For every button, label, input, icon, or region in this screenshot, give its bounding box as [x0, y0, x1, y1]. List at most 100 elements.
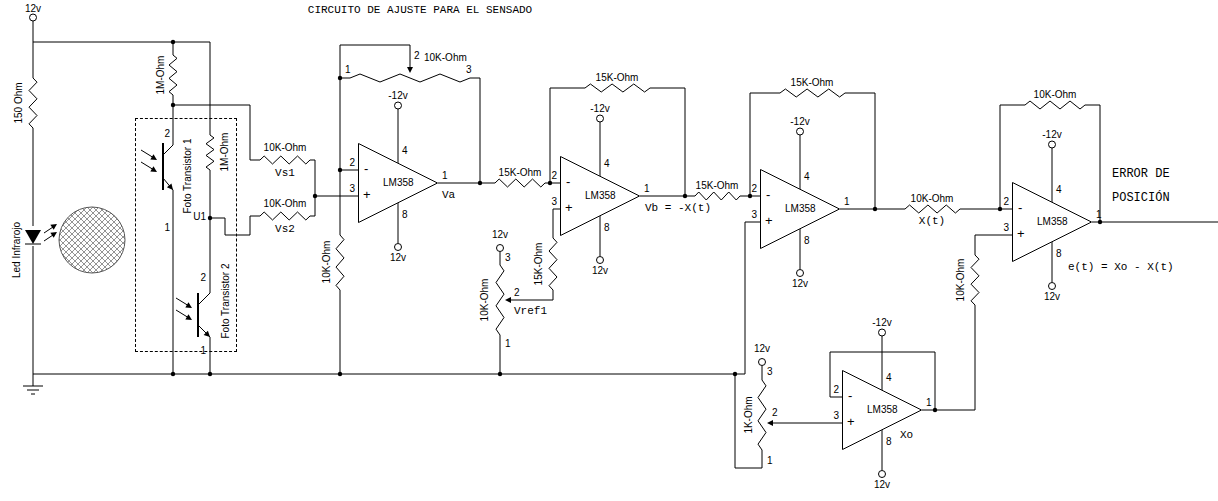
supply-terminal	[797, 270, 804, 277]
circuit-label: 3	[505, 252, 511, 263]
supply-terminal	[759, 359, 766, 366]
circuit-label: 3	[551, 196, 557, 207]
resistor-symbol	[585, 84, 650, 92]
circuit-label: 1M-Ohm	[155, 56, 166, 95]
wire	[44, 233, 56, 241]
supply-terminal	[597, 115, 604, 122]
junction-dot	[313, 194, 317, 198]
circuit-label: Va	[442, 190, 455, 201]
wire	[750, 93, 875, 209]
phototransistor-base	[162, 143, 164, 190]
wire	[800, 135, 801, 189]
junction-dot	[548, 181, 552, 185]
wire	[1052, 148, 1053, 202]
opamp-triangle: LM358	[760, 169, 840, 249]
wire	[23, 374, 43, 394]
junction-dot	[498, 372, 502, 376]
circuit-label: 10K-Ohm	[955, 259, 966, 302]
resistor-symbol	[260, 156, 310, 164]
circuit-label: 150 Ohm	[13, 82, 24, 123]
wire	[1052, 242, 1053, 282]
opamp-shape	[761, 170, 840, 249]
circuit-label: 1	[767, 455, 773, 466]
arrow-head	[150, 166, 157, 172]
wire	[550, 88, 685, 196]
circuit-label: 12v	[792, 278, 808, 289]
diagram-title: CIRCUITO DE AJUSTE PARA EL SENSADO	[308, 5, 532, 16]
circuit-label: 2	[514, 287, 520, 298]
junction-dot	[338, 168, 342, 172]
circuit-label: 10K-Ohm	[321, 241, 332, 284]
circuit-label: 2	[1003, 196, 1009, 207]
part-number: LM358	[1037, 216, 1068, 227]
circuit-label: 10K-Ohm	[424, 52, 467, 63]
circuit-label: 1	[345, 64, 351, 75]
arrow-head	[505, 297, 511, 303]
circuit-label: 15K-Ohm	[696, 180, 739, 191]
circuit-label: 1	[844, 196, 850, 207]
wire	[340, 45, 341, 374]
junction-dot	[873, 207, 877, 211]
arrow-head	[185, 302, 192, 308]
resistor-cover	[585, 82, 650, 94]
part-number: LM358	[383, 177, 414, 188]
circuit-label: 10K-Ohm	[264, 142, 307, 153]
circuit-label: 4	[886, 372, 892, 383]
circuit-label: Vs2	[275, 224, 295, 235]
circuit-label: 3	[751, 209, 757, 220]
arrow-head	[50, 224, 57, 230]
circuit-label: 12v	[492, 229, 508, 240]
resistor-cover	[204, 135, 216, 170]
junction-dot	[338, 76, 342, 80]
arrow-head	[50, 232, 57, 238]
circuit-label: U1	[193, 211, 206, 222]
circuit-label: -12v	[590, 103, 609, 114]
junction-dot	[208, 372, 212, 376]
circuit-label: 1	[442, 170, 448, 181]
circuit-label: 1M-Ohm	[219, 133, 230, 172]
wire	[1092, 222, 1218, 223]
part-number: LM358	[785, 203, 816, 214]
circuit-label: 1	[926, 397, 932, 408]
junction-dot	[171, 372, 175, 376]
object-disc	[59, 207, 125, 273]
junction-dot	[933, 408, 937, 412]
circuit-label: 1	[164, 222, 170, 233]
junction-dot	[748, 194, 752, 198]
resistor-cover	[260, 154, 310, 166]
junction-dot	[1098, 220, 1102, 224]
resistor-symbol	[695, 192, 740, 200]
circuit-label: 12v	[874, 479, 890, 490]
junction-dot	[171, 103, 175, 107]
resistor-cover	[1025, 99, 1085, 111]
circuit-label: ERROR DE	[1112, 168, 1170, 181]
resistor-cover	[260, 210, 310, 222]
opamp-triangle: LM358	[1012, 182, 1092, 262]
circuit-label: 4	[604, 158, 610, 169]
resistor-symbol	[495, 179, 545, 187]
circuit-label: 1	[505, 338, 511, 349]
arrow-head	[204, 331, 210, 337]
led-symbol	[25, 230, 41, 244]
arrow-head	[767, 420, 773, 426]
circuit-label: 3	[1003, 222, 1009, 233]
wire	[882, 336, 883, 390]
resistor-symbol	[260, 212, 310, 220]
circuit-label: +	[565, 201, 573, 215]
component-name: Foto Transistor 2	[220, 263, 231, 338]
circuit-label: -12v	[1042, 129, 1061, 140]
circuit-label: POSICIÓN	[1112, 192, 1170, 205]
supply-terminal	[597, 257, 604, 264]
circuit-label: 8	[1056, 248, 1062, 259]
circuit-label: 10K-Ohm	[479, 279, 490, 322]
circuit-label: 4	[402, 145, 408, 156]
circuit-label: 2	[551, 170, 557, 181]
circuit-label: -	[364, 162, 368, 176]
component-name: Foto Transistor 1	[182, 138, 193, 213]
wire	[315, 196, 358, 197]
circuit-label: 2	[164, 128, 170, 139]
resistor-symbol	[206, 135, 214, 170]
wire	[882, 430, 883, 470]
wire	[398, 109, 399, 163]
supply-terminal	[497, 245, 504, 252]
